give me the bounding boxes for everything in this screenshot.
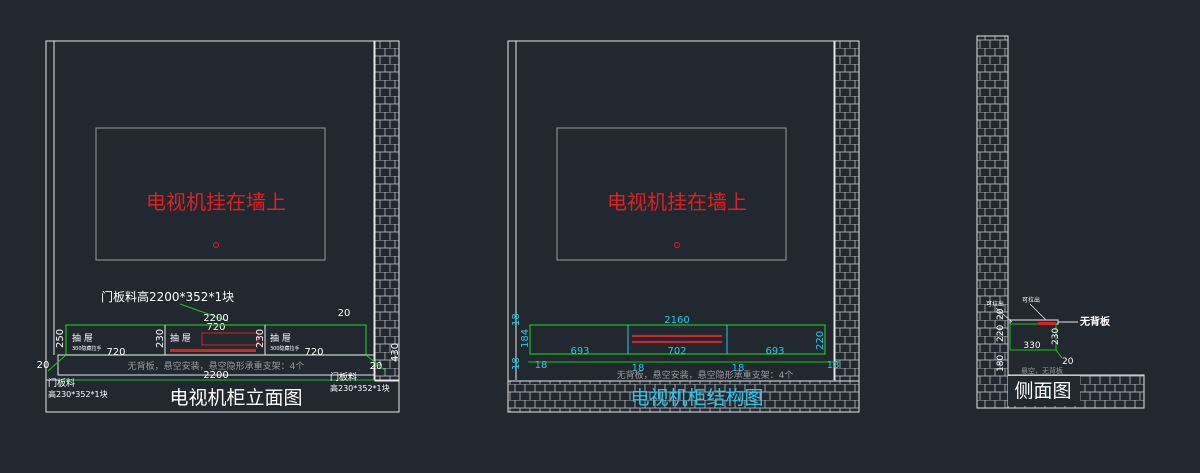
structure-dim-b2: 18 <box>632 363 645 374</box>
side-dim-330: 330 <box>1023 341 1040 351</box>
structure-dim-b1: 18 <box>535 360 548 371</box>
elevation-title: 电视机柜立面图 <box>169 387 302 409</box>
structure-floor-brick <box>507 380 860 413</box>
structure-dim-b4: 18 <box>827 360 840 371</box>
elevation-red-hatch <box>201 332 259 346</box>
side-red-marker <box>1038 322 1056 325</box>
elevation-drawer-label-2: 抽 屉 <box>170 332 191 344</box>
elevation-dim-height-mid-b: 230 <box>255 329 266 348</box>
elevation-dim-total-top: 2200 <box>203 313 228 324</box>
side-dim-180: 180 <box>996 355 1006 372</box>
elevation-tv-outline <box>95 127 326 261</box>
side-title: 侧面图 <box>1014 380 1071 402</box>
elevation-right-door-label-2: 高230*352*1块 <box>330 383 390 393</box>
elevation-view: 电视机挂在墙上 门板料高2200*352*1块 2200 720 20 抽 屉 … <box>37 40 401 413</box>
elevation-dim-right-side: 20 <box>370 361 383 372</box>
elevation-drawer-label-3: 抽 屉 <box>270 332 291 344</box>
structure-dim-left-bottom: 18 <box>511 357 522 370</box>
structure-dim-top: 2160 <box>664 315 689 326</box>
side-dim-20b: 20 <box>1062 357 1074 367</box>
structure-dim-left-height: 184 <box>520 329 531 348</box>
elevation-right-door-label-1: 门板料 <box>330 371 357 383</box>
elevation-dim-center-top: 720 <box>206 322 225 333</box>
elevation-tv-label: 电视机挂在墙上 <box>146 190 286 214</box>
side-dim-20b-leader <box>1055 349 1063 359</box>
elevation-dim-top-right: 20 <box>338 308 351 319</box>
structure-red-bar-2 <box>632 341 722 343</box>
side-no-back-label: 无背板 <box>1079 315 1111 328</box>
elevation-no-back-note: 无背板，悬空安装，悬空隐形承重支架：4个 <box>128 360 305 372</box>
structure-dim-left-top: 18 <box>511 313 522 326</box>
elevation-dim-bottom-total: 2200 <box>203 370 228 381</box>
structure-tv-center-marker <box>674 242 680 248</box>
elevation-dim-left-width: 720 <box>106 347 125 358</box>
structure-cabinet-body <box>529 324 826 355</box>
side-suspend-note: 悬空，无背板 <box>1021 366 1063 375</box>
elevation-left-leader <box>47 354 67 372</box>
elevation-tv-center-marker <box>213 242 219 248</box>
structure-tv-outline <box>556 127 787 261</box>
elevation-drawer-label-1: 抽 屉 <box>72 332 93 344</box>
elevation-door-note: 门板料高2200*352*1块 <box>101 289 234 304</box>
elevation-door-note-leader <box>179 303 229 322</box>
side-dim-20: 20 <box>996 308 1006 320</box>
structure-dim-right-height: 220 <box>815 331 826 350</box>
elevation-dim-right-width: 720 <box>304 347 323 358</box>
structure-dim-w2: 702 <box>667 346 686 357</box>
side-cabinet-body <box>1009 323 1057 351</box>
structure-tv-label: 电视机挂在墙上 <box>607 190 747 214</box>
elevation-drawer-sub-1: 300隐藏拉手 <box>72 345 102 352</box>
elevation-drawer-sub-3: 300隐藏拉手 <box>270 345 300 352</box>
structure-no-back-note: 无背板，悬空安装，悬空隐形承重支架：4个 <box>617 369 794 381</box>
elevation-left-door-label-1: 门板料 <box>48 377 75 389</box>
elevation-lower-panel <box>57 354 375 376</box>
elevation-left-door-label-2: 高230*352*1块 <box>48 389 108 399</box>
side-brick-wall <box>976 35 1009 409</box>
structure-red-bar <box>632 335 722 337</box>
elevation-frame <box>45 40 400 413</box>
elevation-dim-height-right: 430 <box>390 343 401 362</box>
elevation-red-bar <box>170 349 256 352</box>
side-dim-220: 220 <box>996 325 1006 342</box>
elevation-dim-height-mid-a: 230 <box>155 329 166 348</box>
elevation-dim-height-left: 250 <box>55 329 66 348</box>
structure-brick-wall <box>834 40 860 382</box>
structure-view: 电视机挂在墙上 2160 693 702 693 18 184 18 220 1… <box>507 40 860 413</box>
elevation-brick-wall <box>374 40 400 382</box>
side-label-a: 可拉出 <box>986 300 1004 308</box>
structure-dim-w3: 693 <box>765 346 784 357</box>
structure-dim-b3: 18 <box>732 363 745 374</box>
elevation-right-leader <box>365 354 387 372</box>
side-dim-230: 230 <box>1051 328 1061 345</box>
structure-dim-w1: 693 <box>570 346 589 357</box>
side-label-a-leader <box>995 307 1013 323</box>
side-title-backing <box>1008 376 1080 406</box>
side-label-b-leader <box>1029 303 1047 321</box>
structure-title: 电视机柜结构图 <box>630 387 763 409</box>
side-label-b: 可拉出 <box>1022 296 1040 304</box>
side-view: 无背板 可拉出 可拉出 20 220 230 330 20 180 悬空，无背板… <box>976 35 1145 409</box>
elevation-dim-left-side: 20 <box>37 360 50 371</box>
